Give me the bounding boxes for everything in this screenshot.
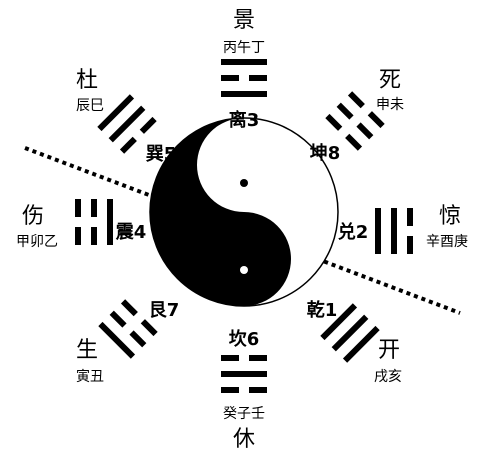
yin-line-segment — [139, 116, 157, 134]
trigram-label: 艮7 — [149, 300, 180, 321]
palace-shang: 伤 甲卯乙 震4 — [16, 199, 146, 250]
trigram-qian-icon — [320, 303, 380, 363]
gate-label: 死 — [379, 68, 401, 93]
branch-label: 辛酉庚 — [426, 234, 468, 250]
trigram-li-icon — [221, 59, 267, 97]
palace-kai: 开 戌亥 乾1 — [307, 299, 402, 385]
yin-line-segment — [120, 299, 138, 317]
palace-xiu: 坎6 癸子壬 休 — [221, 328, 267, 452]
yin-line-segment — [407, 236, 413, 254]
yin-line-segment — [347, 91, 365, 109]
trigram-label: 震4 — [116, 222, 147, 243]
yin-line-segment — [109, 310, 127, 328]
branch-label: 辰巳 — [76, 98, 104, 114]
trigram-label: 坤8 — [310, 142, 341, 164]
trigram-kun-icon — [325, 91, 385, 151]
branch-label: 申未 — [376, 97, 404, 113]
yang-line — [221, 91, 267, 97]
yang-line — [331, 314, 369, 352]
gate-label: 休 — [233, 427, 255, 452]
yin-line-segment — [249, 75, 267, 81]
palace-du: 杜 辰巳 巽5 — [76, 68, 176, 165]
yang-line — [107, 199, 113, 245]
yin-line-segment — [356, 122, 374, 140]
palace-jing-west: 惊 辛酉庚 兑2 — [338, 204, 468, 254]
yin-line-segment — [221, 355, 239, 361]
yang-line — [320, 303, 358, 341]
trigram-kan-icon — [221, 355, 267, 393]
yin-line-segment — [75, 227, 81, 245]
trigram-label: 离3 — [229, 109, 260, 131]
palace-jing-south: 景 丙午丁 离3 — [221, 8, 267, 131]
yin-line-segment — [91, 199, 97, 217]
yin-line-segment — [91, 227, 97, 245]
palace-sheng: 生 寅丑 艮7 — [76, 299, 179, 385]
yin-line-segment — [221, 387, 239, 393]
yin-line-segment — [140, 319, 158, 337]
gate-label: 开 — [378, 338, 400, 363]
yin-line-segment — [325, 113, 343, 131]
yang-dot — [240, 179, 248, 187]
yin-line-segment — [249, 355, 267, 361]
yang-line — [98, 321, 136, 359]
yang-line — [375, 208, 381, 254]
branch-label: 甲卯乙 — [16, 234, 58, 250]
gate-label: 杜 — [76, 68, 98, 93]
branch-label: 丙午丁 — [223, 40, 265, 56]
yin-line-segment — [367, 111, 385, 129]
yin-line-segment — [345, 133, 363, 151]
palace-si: 死 申未 坤8 — [310, 68, 404, 164]
yin-line-segment — [75, 199, 81, 217]
yin-dot — [240, 266, 248, 274]
yang-line — [97, 94, 135, 132]
gate-label: 惊 — [439, 204, 461, 229]
yang-line — [221, 59, 267, 65]
gate-label: 伤 — [22, 204, 44, 229]
yang-line — [391, 208, 397, 254]
yin-line-segment — [221, 75, 239, 81]
yin-line-segment — [119, 136, 137, 154]
branch-label: 戌亥 — [374, 369, 402, 385]
trigram-label: 乾1 — [307, 299, 338, 321]
branch-label: 癸子壬 — [223, 406, 265, 422]
yin-line-segment — [407, 208, 413, 226]
yin-line-segment — [336, 102, 354, 120]
branch-label: 寅丑 — [76, 368, 104, 385]
trigram-label: 兑2 — [338, 221, 369, 243]
trigram-dui-icon — [375, 208, 413, 254]
trigram-label: 坎6 — [229, 328, 260, 350]
yang-line — [342, 325, 380, 363]
yang-line — [108, 105, 146, 143]
trigram-zhen-icon — [75, 199, 113, 245]
yang-line — [221, 371, 267, 377]
yin-yang-symbol — [149, 117, 339, 307]
yin-line-segment — [249, 387, 267, 393]
gate-label: 生 — [76, 338, 98, 363]
trigram-label: 巽5 — [146, 144, 177, 165]
yin-line-segment — [129, 330, 147, 348]
gate-label: 景 — [233, 8, 255, 33]
trigram-xun-icon — [97, 94, 157, 154]
trigram-gen-icon — [98, 299, 158, 359]
